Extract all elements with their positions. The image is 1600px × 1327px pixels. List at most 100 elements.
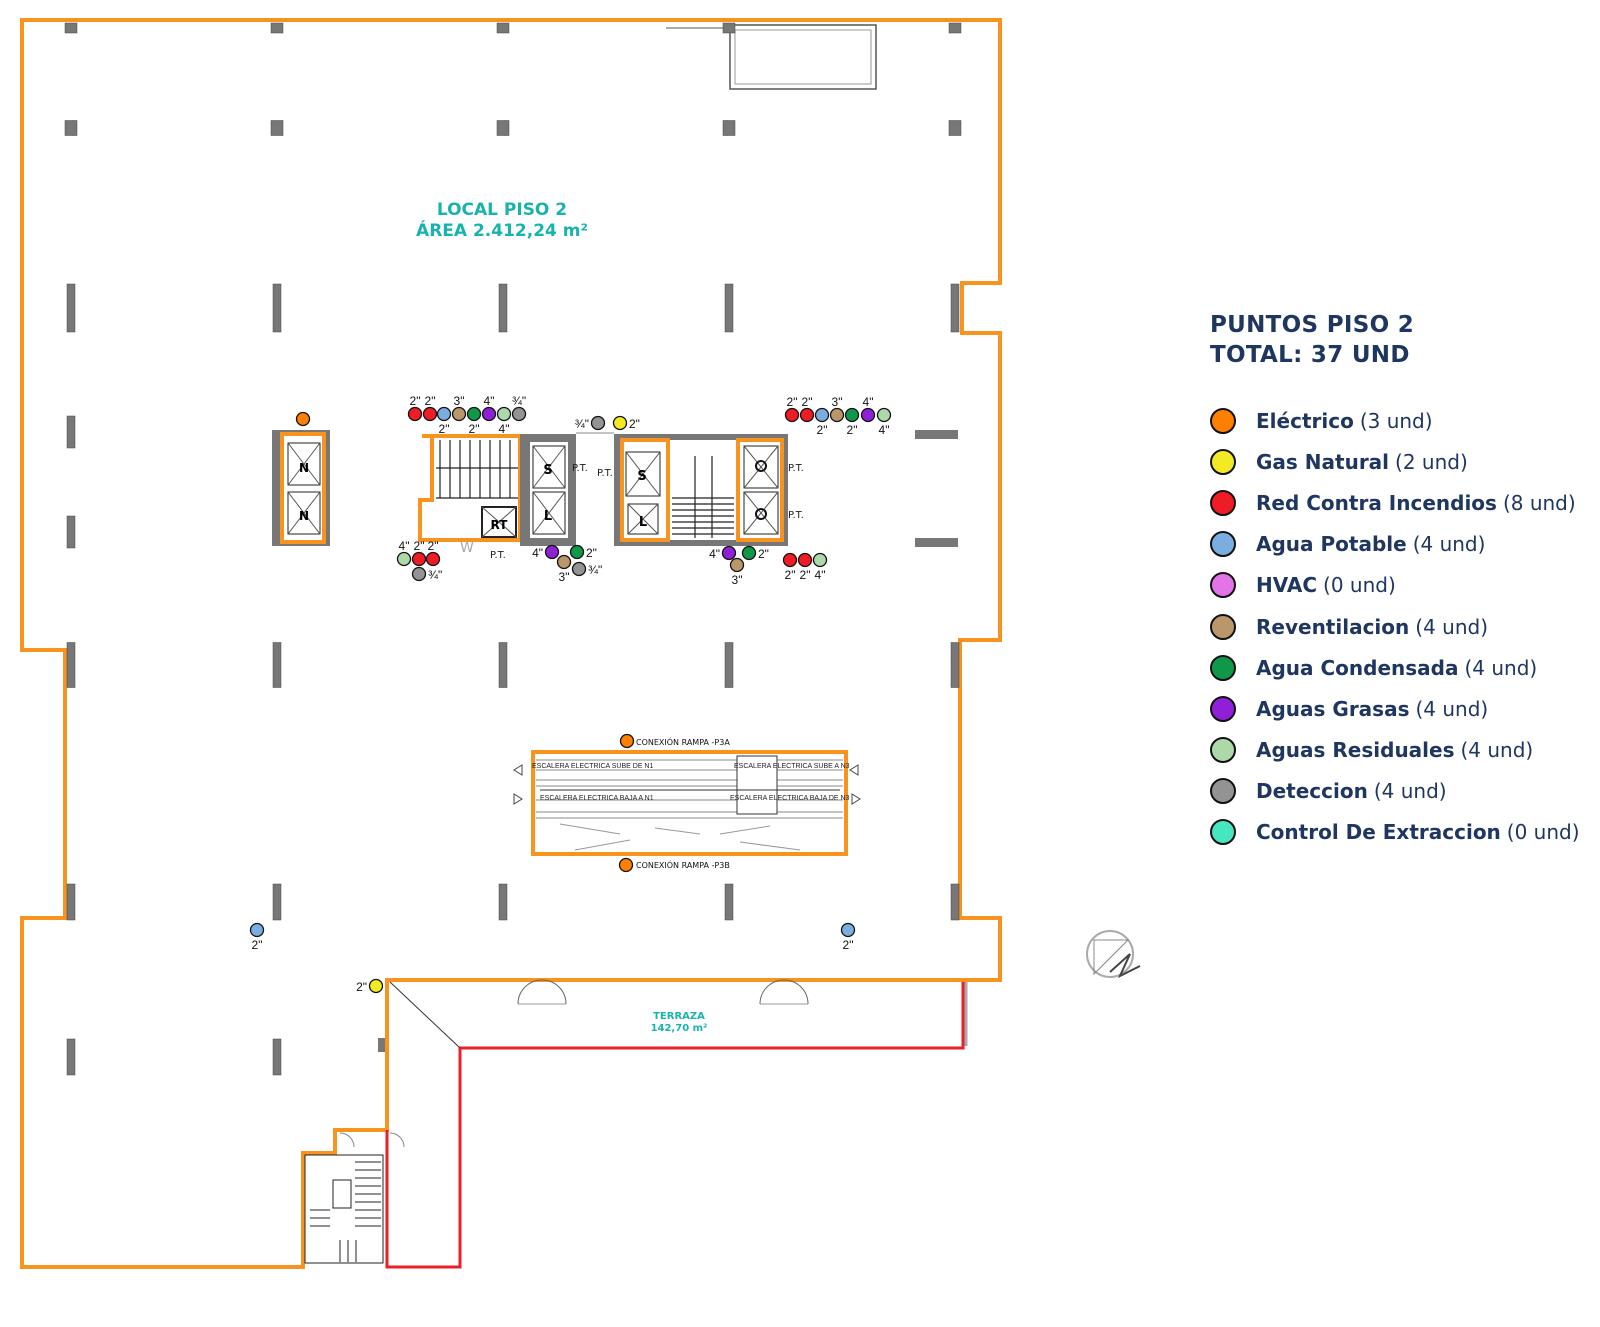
legend-item-name: Gas Natural <box>1256 449 1390 474</box>
floor-plan: N N RT S L W S L <box>20 18 1141 1269</box>
legend-item: Gas Natural(2 und) <box>1210 441 1580 482</box>
column <box>498 642 508 688</box>
column <box>66 515 76 549</box>
legend-item: Aguas Residuales(4 und) <box>1210 730 1580 771</box>
service-point-gas-natural <box>368 978 384 994</box>
legend-item-name: Deteccion <box>1256 779 1368 804</box>
service-points: 2"2"2"3"2"4"4"¾"¾"2"2"2"2"3"2"4"4"4"2"2"… <box>249 394 892 994</box>
point-size-label: 2" <box>469 422 480 436</box>
point-size-label: 2" <box>785 568 796 582</box>
service-point-agua-condensada <box>844 407 860 423</box>
legend-item-count: (0 und) <box>1506 820 1580 845</box>
column <box>272 883 282 921</box>
ramp-a-label: CONEXIÓN RAMPA -P3A <box>636 736 730 747</box>
service-point-aguas-residuales <box>876 407 892 423</box>
service-point-agua-condensada <box>569 544 585 560</box>
point-size-label: 2" <box>847 423 858 437</box>
legend-item-count: (3 und) <box>1359 408 1433 433</box>
escalator-label: ESCALERA ELECTRICA BAJA DE N3 <box>730 795 850 802</box>
terraza-title: TERRAZA <box>653 1011 705 1022</box>
legend-dot-icon <box>1210 695 1236 722</box>
column <box>948 120 962 136</box>
legend-dot-icon <box>1210 613 1236 640</box>
point-size-label: ¾" <box>428 568 442 582</box>
point-size-label: ¾" <box>512 394 526 408</box>
service-point-reventilacion <box>729 557 745 573</box>
escalator-label: ESCALERA ELECTRICA SUBE A N3 <box>734 763 850 770</box>
escalator-label: ESCALERA ELECTRICA SUBE DE N1 <box>532 763 653 770</box>
legend-dot-icon <box>1210 778 1236 805</box>
legend-item-name: Eléctrico <box>1256 408 1354 433</box>
column <box>496 22 510 34</box>
service-point-aguas-grasas <box>860 407 876 423</box>
point-size-label: 2" <box>800 568 811 582</box>
service-point-deteccion <box>590 415 606 431</box>
service-point-aguas-grasas <box>544 544 560 560</box>
elevator-mark: S <box>543 463 552 478</box>
point-size-label: ¾" <box>575 417 589 431</box>
pt-label: P.T. <box>597 468 613 479</box>
point-size-label: 2" <box>252 938 263 952</box>
stair-bottom-left <box>304 1132 405 1264</box>
local-outline <box>20 18 1002 1269</box>
service-point-red-contra-incendios <box>411 551 427 567</box>
column <box>270 22 284 34</box>
service-point-red-contra-incendios <box>797 552 813 568</box>
service-point-red-contra-incendios <box>422 406 438 422</box>
legend-item: HVAC(0 und) <box>1210 565 1580 606</box>
service-point-deteccion <box>411 566 427 582</box>
legend-item: Reventilacion(4 und) <box>1210 606 1580 647</box>
column <box>950 283 960 333</box>
legend-item-name: Reventilacion <box>1256 614 1410 639</box>
service-point-red-contra-incendios <box>784 407 800 423</box>
column <box>66 283 76 333</box>
point-size-label: 3" <box>832 395 843 409</box>
service-point-reventilacion <box>556 554 572 570</box>
legend-item-name: Control De Extraccion <box>1256 820 1501 845</box>
direction-arrow-icon <box>513 764 861 805</box>
service-point-reventilacion <box>451 406 467 422</box>
point-size-label: 2" <box>425 394 436 408</box>
service-point-aguas-residuales <box>812 552 828 568</box>
escalator-label: ESCALERA ELECTRICA BAJA A N1 <box>540 795 654 802</box>
service-point-electrico <box>295 411 311 427</box>
column <box>722 22 736 34</box>
service-point-agua-potable <box>814 407 830 423</box>
legend-item-name: Aguas Grasas <box>1256 696 1410 721</box>
legend-item-count: (4 und) <box>1415 696 1489 721</box>
service-point-aguas-grasas <box>721 545 737 561</box>
point-size-label: 3" <box>454 394 465 408</box>
service-point-aguas-residuales <box>496 406 512 422</box>
column <box>66 642 76 688</box>
column <box>496 120 510 136</box>
legend-item-count: (0 und) <box>1323 573 1396 598</box>
elevator-mark: L <box>639 515 647 530</box>
legend-item-count: (4 und) <box>1415 614 1488 639</box>
service-point-agua-potable <box>840 922 856 938</box>
stair-core-right: S L <box>614 434 788 546</box>
column <box>950 642 960 688</box>
legend-dot-icon <box>1210 737 1236 764</box>
column <box>66 883 76 921</box>
point-size-label: 3" <box>559 570 570 584</box>
legend-dot-icon <box>1210 654 1236 681</box>
point-size-label: 4" <box>399 539 410 553</box>
pt-label: P.T. <box>490 550 506 561</box>
legend-item-name: HVAC <box>1256 573 1318 598</box>
ramp-b-label: CONEXIÓN RAMPA -P3B <box>636 859 730 870</box>
column <box>272 1038 282 1076</box>
column <box>66 415 76 449</box>
pt-label: P.T. <box>572 463 588 474</box>
legend-dot-icon <box>1210 531 1236 558</box>
service-point-aguas-residuales <box>396 551 412 567</box>
legend-item: Red Contra Incendios(8 und) <box>1210 482 1580 523</box>
column <box>64 22 78 34</box>
shaft-opening <box>729 24 877 90</box>
point-size-label: 4" <box>815 568 826 582</box>
column <box>498 883 508 921</box>
legend-dot-icon <box>1210 819 1236 846</box>
legend-item-count: (8 und) <box>1502 490 1576 515</box>
elevator-mark: N <box>299 509 309 523</box>
column <box>64 120 78 136</box>
service-point-agua-potable <box>249 922 265 938</box>
